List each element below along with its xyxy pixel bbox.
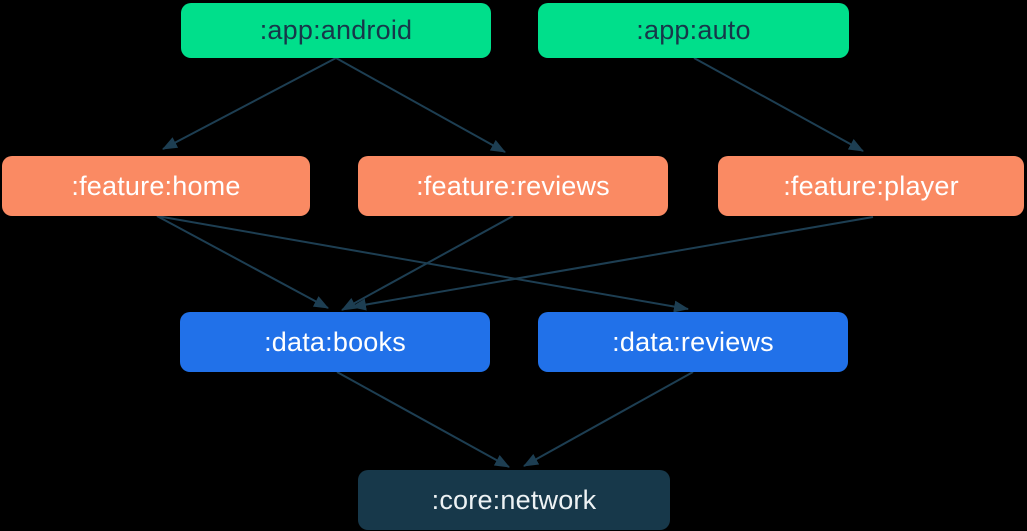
edge-app-android-to-feature-home [162, 57, 337, 150]
node-feature-player: :feature:player [718, 156, 1024, 216]
node-feature-reviews: :feature:reviews [358, 156, 668, 216]
edge-data-reviews-to-core-network [523, 371, 694, 467]
node-app-android: :app:android [181, 3, 491, 58]
edge-feature-home-to-data-books [156, 215, 329, 309]
edge-feature-player-to-data-books [351, 216, 874, 311]
edge-lines-group [156, 57, 874, 468]
edge-app-android-to-feature-reviews [335, 57, 506, 153]
edge-app-auto-to-feature-player [693, 57, 864, 152]
edge-data-books-to-core-network [336, 371, 510, 468]
node-data-reviews: :data:reviews [538, 312, 848, 372]
node-app-auto: :app:auto [538, 3, 849, 58]
node-feature-home: :feature:home [2, 156, 310, 216]
node-core-network: :core:network [358, 470, 670, 530]
edge-feature-home-to-data-reviews [156, 215, 689, 313]
node-data-books: :data:books [180, 312, 490, 372]
edge-feature-reviews-to-data-books [341, 215, 514, 311]
